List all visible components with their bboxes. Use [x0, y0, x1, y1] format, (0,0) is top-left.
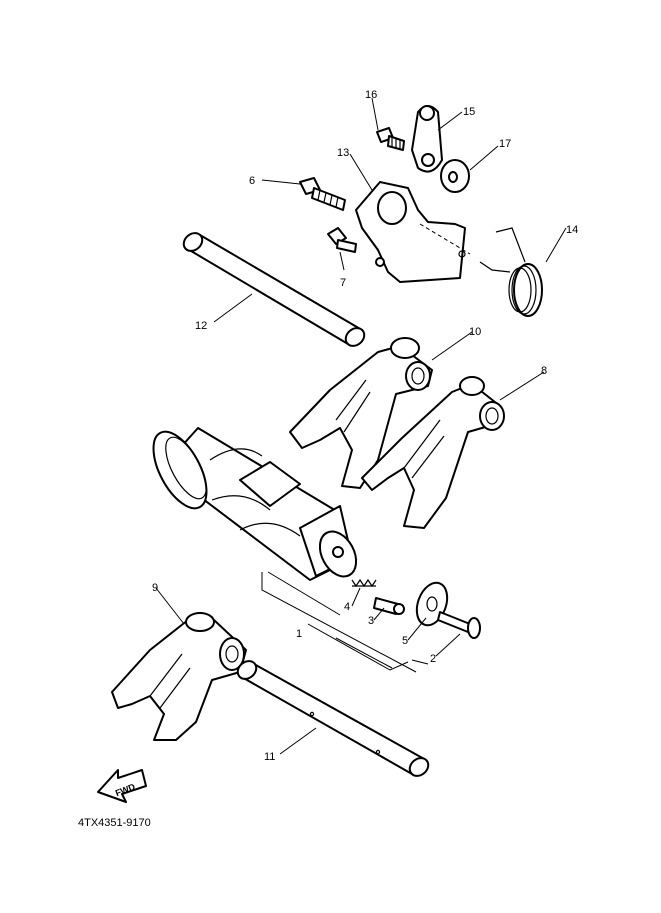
label-3: 3: [368, 615, 374, 627]
label-15: 15: [463, 106, 475, 118]
part-9-shift-fork: [111, 612, 247, 741]
label-13: 13: [337, 147, 349, 159]
label-1: 1: [296, 628, 302, 640]
label-17: 17: [499, 138, 511, 150]
label-2: 2: [430, 653, 436, 665]
part-16-bolt: [376, 127, 405, 151]
part-6-bolt: [299, 177, 346, 211]
label-16: 16: [365, 89, 377, 101]
label-7: 7: [340, 277, 346, 289]
label-6: 6: [249, 175, 255, 187]
part-11-shaft: [236, 660, 430, 777]
part-2-screw: [437, 611, 481, 639]
shift-drum: [152, 427, 358, 616]
label-4: 4: [344, 601, 350, 613]
part-number-labels: 16 15 17 13 6 14 7 12 10 8 9 4 3 1 5 2 1…: [152, 89, 578, 763]
label-12: 12: [195, 320, 207, 332]
label-10: 10: [469, 326, 481, 338]
part-8-shift-fork: [361, 376, 505, 529]
part-10-shift-fork: [289, 337, 433, 489]
part-3-pin: [373, 597, 405, 615]
part-1-group-lines: [261, 572, 429, 673]
part-7-bolt: [327, 227, 357, 253]
label-9: 9: [152, 582, 158, 594]
label-8: 8: [541, 365, 547, 377]
part-15-stopper-lever: [411, 105, 443, 173]
callout-leaders: [155, 97, 567, 755]
part-4-spring: [351, 578, 377, 588]
diagram-code: 4TX4351-9170: [78, 817, 151, 829]
part-12-shaft: [182, 232, 366, 347]
fwd-arrow-icon: FWD: [97, 769, 147, 803]
part-14-spring: [479, 227, 543, 317]
part-17-washer: [440, 159, 470, 193]
label-11: 11: [264, 751, 275, 763]
label-5: 5: [402, 635, 408, 647]
label-14: 14: [566, 224, 578, 236]
part-13-bracket: [355, 181, 471, 283]
